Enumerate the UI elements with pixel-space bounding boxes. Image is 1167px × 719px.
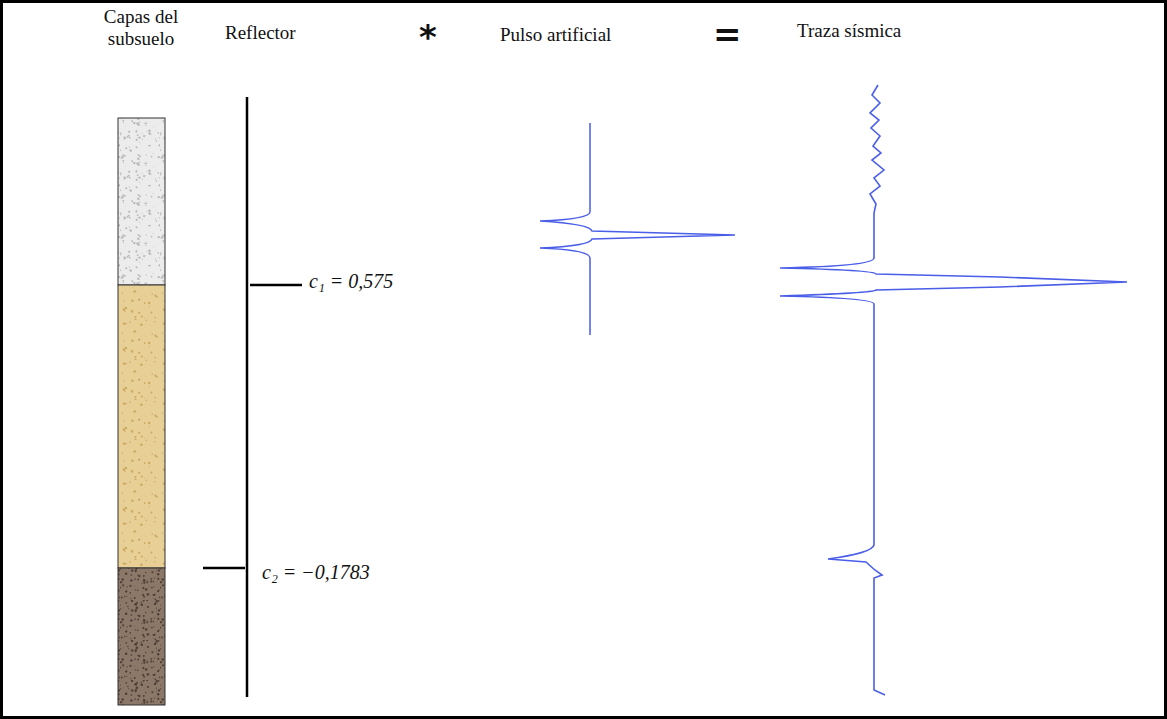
trace-heading: Traza sísmica: [797, 20, 901, 42]
reflector-tick: [203, 567, 245, 570]
equals-symbol: =: [713, 15, 742, 54]
pulse-wavelet: [540, 123, 735, 335]
convolution-symbol: *: [419, 18, 437, 57]
layers-heading: Capas del subsuelo: [100, 6, 182, 50]
reflection-coefficient: c₂ = −0,1783: [262, 561, 370, 584]
seismic-trace: [780, 85, 1127, 695]
layer-top: [118, 118, 165, 285]
reflection-coefficient: c₁ = 0,575: [309, 270, 393, 293]
layer-middle: [118, 285, 165, 568]
pulse-heading: Pulso artificial: [500, 24, 611, 46]
layer-bottom: [118, 568, 165, 705]
reflector-tick: [250, 284, 302, 287]
reflector-axis: [246, 97, 249, 697]
reflector-heading: Reflector: [225, 22, 296, 44]
